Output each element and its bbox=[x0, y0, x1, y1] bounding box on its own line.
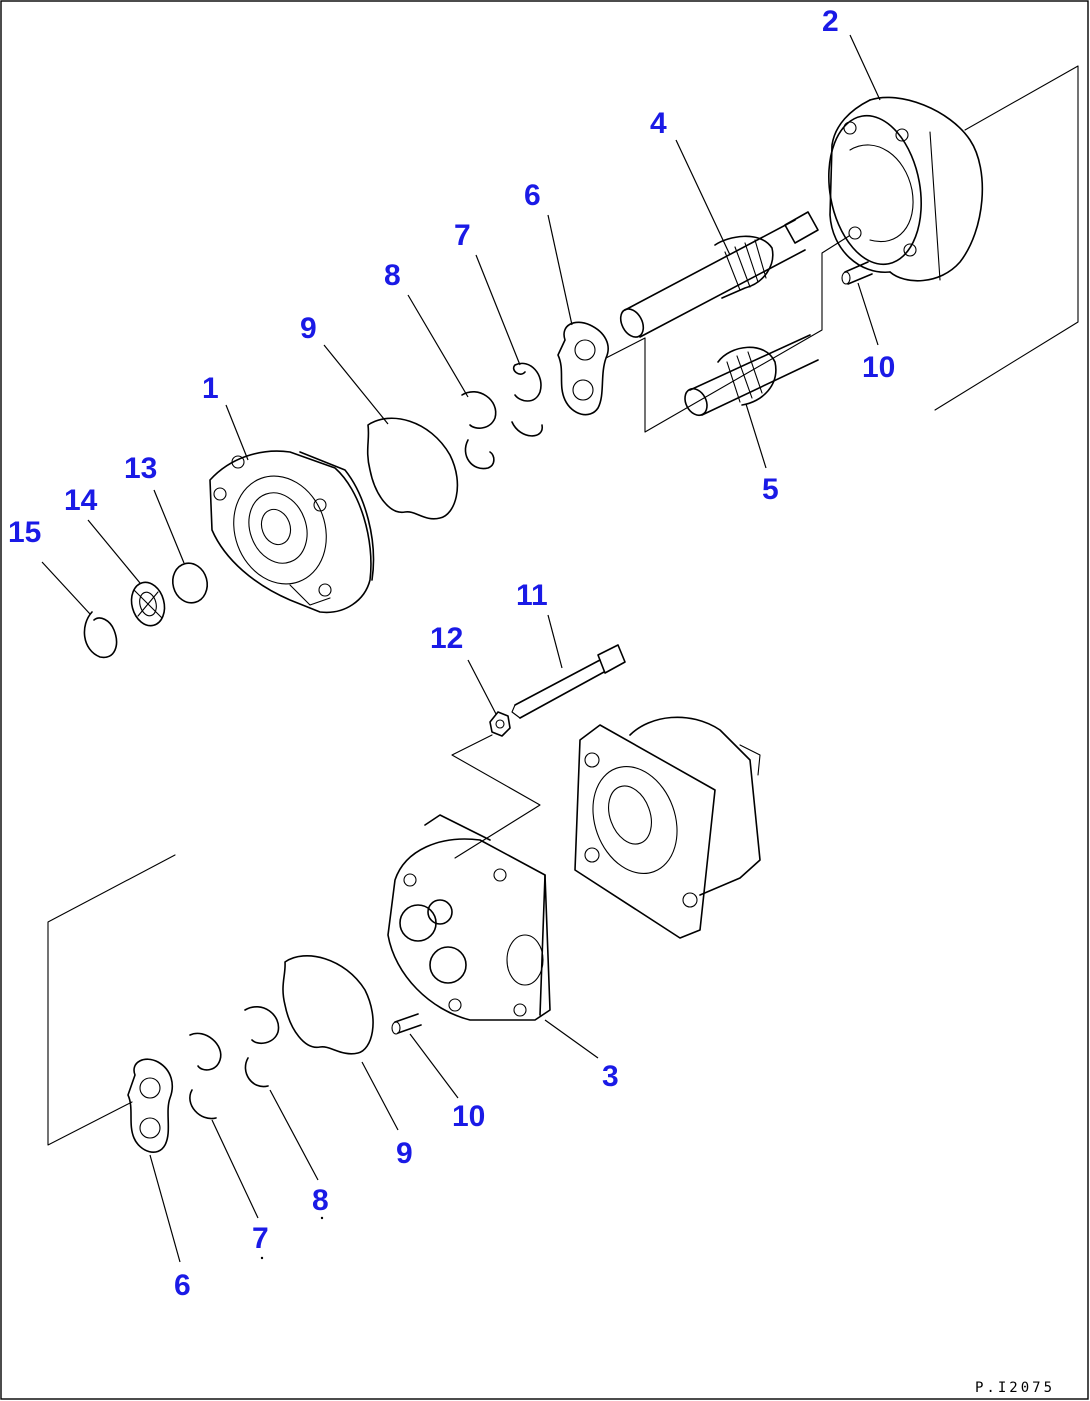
part-9-gasket-lower bbox=[282, 955, 374, 1055]
part-12-nut bbox=[489, 711, 511, 737]
bolt-outline-lines bbox=[451, 734, 541, 859]
part-6-plate-lower bbox=[127, 1058, 174, 1153]
label-part-10-upper: 10 bbox=[862, 351, 895, 384]
drawing-code: P.I2075 bbox=[975, 1380, 1055, 1396]
label-part-6-lower: 6 bbox=[174, 1269, 191, 1302]
pump-body-assembly bbox=[574, 716, 761, 939]
label-part-7-lower: 7 bbox=[252, 1222, 269, 1255]
label-part-14: 14 bbox=[64, 484, 98, 517]
label-part-3: 3 bbox=[602, 1060, 619, 1093]
part-7-ring-upper bbox=[511, 362, 543, 437]
label-part-13: 13 bbox=[124, 452, 157, 485]
part-8-ring-lower bbox=[244, 1006, 280, 1088]
part-5-driven-shaft bbox=[684, 334, 819, 417]
label-part-15: 15 bbox=[8, 516, 41, 549]
leader-lines bbox=[41, 34, 881, 1263]
part-10-pin-lower bbox=[391, 1013, 422, 1035]
part-13-oring bbox=[171, 562, 209, 604]
part-6-plate-upper bbox=[557, 321, 646, 416]
part-8-ring-upper bbox=[461, 391, 497, 470]
label-part-9-upper: 9 bbox=[300, 312, 317, 345]
part-11-bolt bbox=[511, 644, 626, 719]
label-part-4: 4 bbox=[650, 107, 667, 140]
label-part-6-upper: 6 bbox=[524, 179, 541, 212]
part-4-drive-shaft bbox=[619, 211, 819, 338]
part-2-housing bbox=[828, 96, 984, 282]
part-7-ring-lower bbox=[189, 1032, 222, 1120]
part-15-snapring bbox=[83, 611, 118, 659]
label-part-8-lower: 8 bbox=[312, 1184, 329, 1217]
label-part-5: 5 bbox=[762, 473, 779, 506]
label-part-9-lower: 9 bbox=[396, 1137, 413, 1170]
upper-group-outline bbox=[644, 65, 1079, 433]
part-labels: 2 4 6 7 8 9 10 1 13 5 14 15 11 12 3 10 9… bbox=[8, 5, 895, 1302]
part-3-body bbox=[387, 814, 551, 1021]
part-9-gasket-upper bbox=[366, 417, 459, 520]
part-10-pin-upper bbox=[841, 261, 873, 285]
label-part-2: 2 bbox=[822, 5, 839, 38]
label-part-8-upper: 8 bbox=[384, 259, 401, 292]
label-part-12: 12 bbox=[430, 622, 463, 655]
label-part-7-upper: 7 bbox=[454, 219, 471, 252]
lower-group-outline bbox=[47, 854, 176, 1146]
part-1-cover bbox=[209, 450, 375, 614]
label-part-1: 1 bbox=[202, 372, 219, 405]
label-part-10-lower: 10 bbox=[452, 1100, 485, 1133]
part-14-seal bbox=[130, 581, 166, 627]
label-part-11: 11 bbox=[516, 579, 548, 612]
